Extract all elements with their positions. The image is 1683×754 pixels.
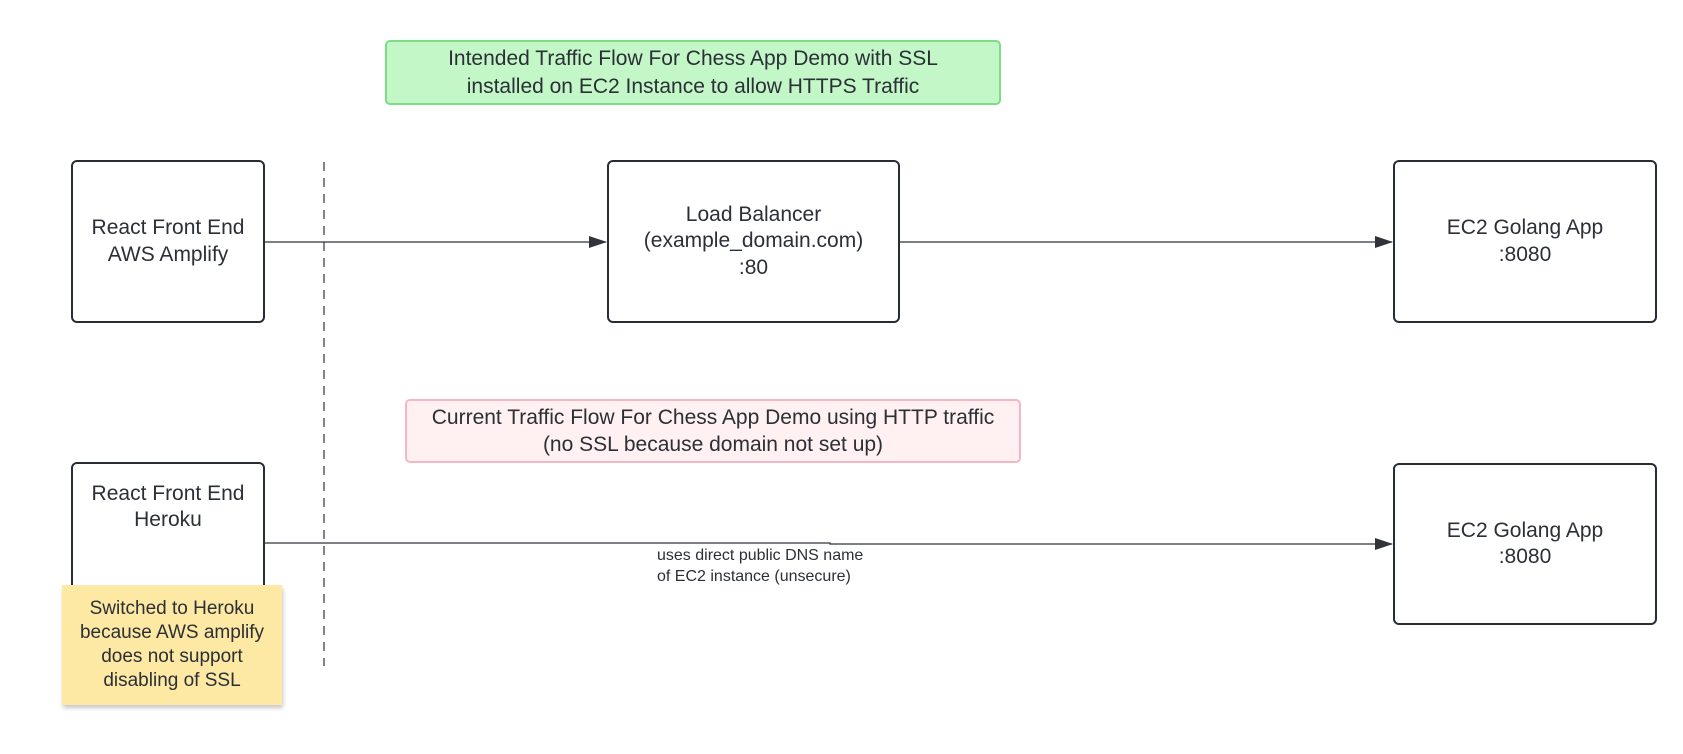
node-label: Load Balancer [685,203,822,227]
node-label: :80 [738,255,769,279]
sticky-note-line1: Switched to Heroku [89,597,255,619]
node-label: EC2 Golang App [1446,216,1604,240]
edge-label-line1: uses direct public DNS name [657,547,864,564]
ec2-golang-app-current-node[interactable]: EC2 Golang App :8080 [1393,463,1657,625]
node-label: Heroku [134,508,202,531]
node-label: :8080 [1498,545,1552,568]
current-banner-line1: Current Traffic Flow For Chess App Demo … [431,405,995,429]
heroku-to-ec2-edge-label: uses direct public DNS name of EC2 insta… [657,545,863,587]
node-label: React Front End [91,481,245,505]
intended-flow-banner: Intended Traffic Flow For Chess App Demo… [385,40,1001,105]
ec2-golang-app-intended-node[interactable]: EC2 Golang App :8080 [1393,160,1657,323]
sticky-note-line4: disabling of SSL [103,670,241,692]
node-label: EC2 Golang App [1446,518,1604,542]
arrow-heroku-to-ec2[interactable] [264,538,1393,550]
sticky-note[interactable]: Switched to Heroku because AWS amplify d… [62,585,282,705]
node-label: :8080 [1498,242,1552,266]
edge-label-line2: of EC2 instance (unsecure) [657,568,851,586]
react-frontend-amplify-node[interactable]: React Front End AWS Amplify [71,160,265,323]
sticky-note-line2: because AWS amplify [79,621,265,643]
node-label: (example_domain.com) [643,229,864,253]
node-label: React Front End [91,216,245,240]
current-banner-line2: (no SSL because domain not set up) [542,433,884,456]
current-flow-banner: Current Traffic Flow For Chess App Demo … [405,399,1021,463]
load-balancer-node[interactable]: Load Balancer (example_domain.com) :80 [607,160,900,323]
intended-banner-line2: installed on EC2 Instance to allow HTTPS… [466,74,920,98]
node-label: AWS Amplify [107,242,229,266]
sticky-note-line3: does not support [101,646,243,667]
intended-banner-line1: Intended Traffic Flow For Chess App Demo… [448,47,938,71]
